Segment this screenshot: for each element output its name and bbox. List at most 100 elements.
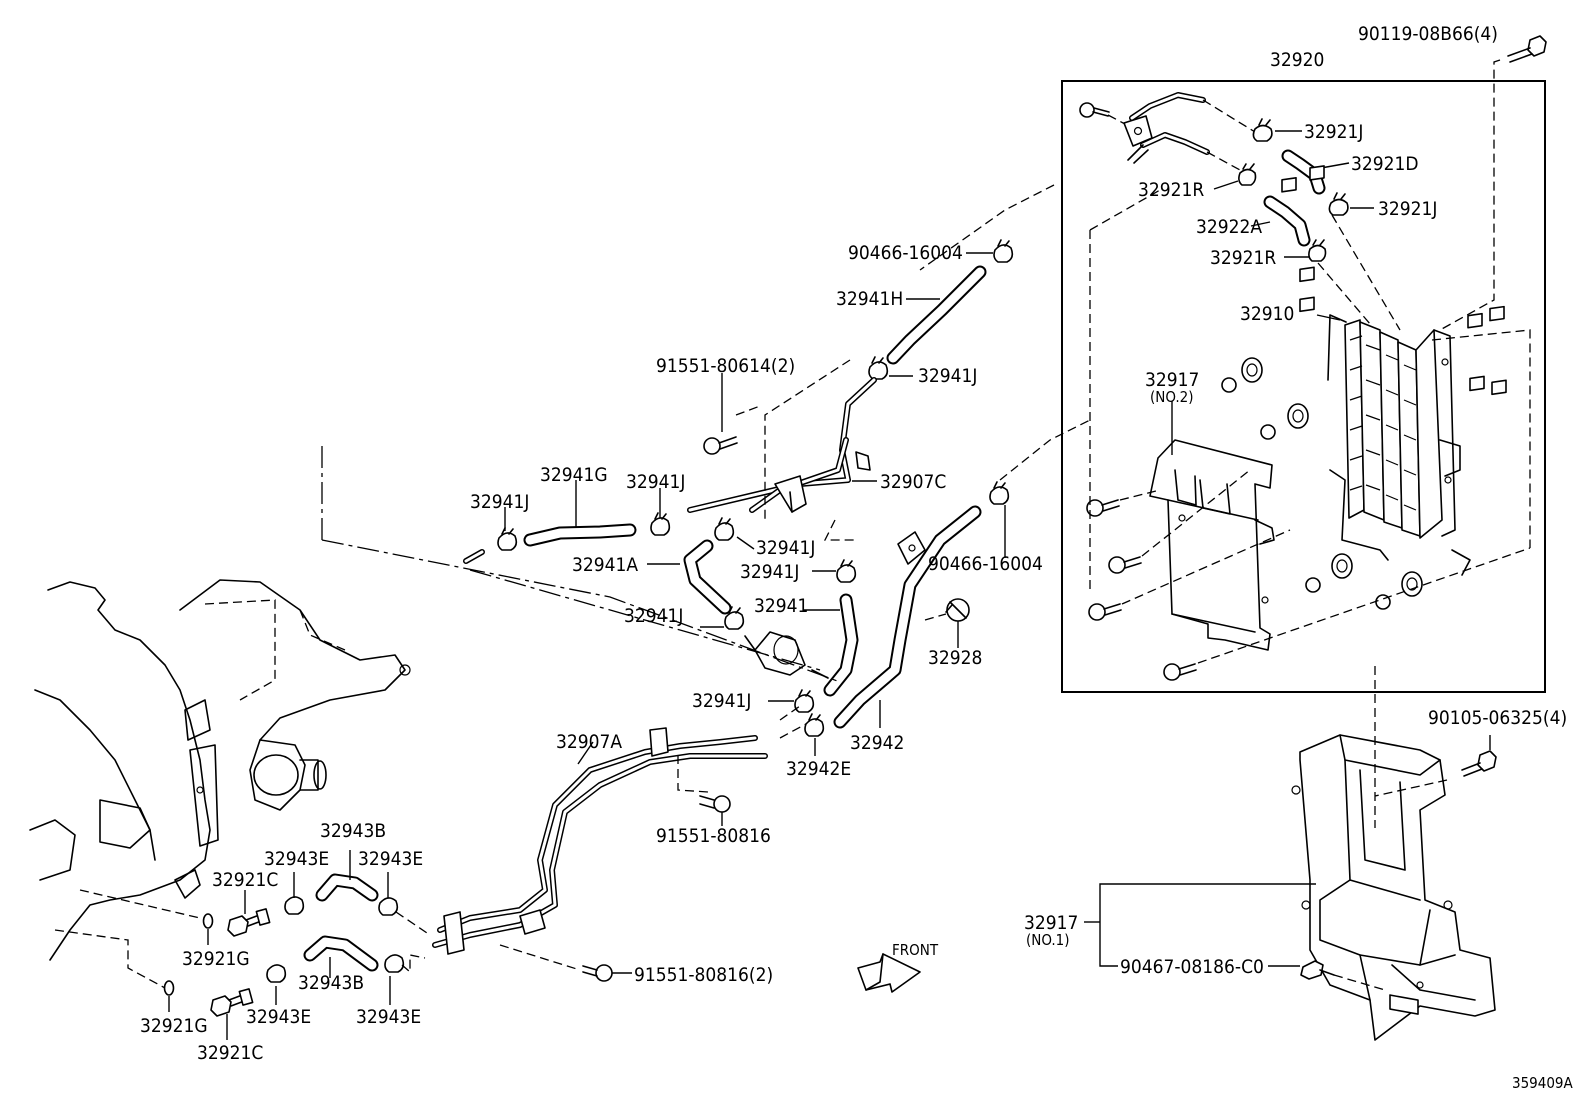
hose-clip-90466-lower [989, 481, 1010, 505]
drawing-id: 359409A [1512, 1074, 1574, 1092]
hose-clip-32941J-6 [724, 606, 745, 630]
label-32941J-6: 32941J [624, 605, 683, 627]
label-front: FRONT [892, 941, 939, 959]
hose-clip-32921R-lower [1308, 239, 1327, 262]
label-32907C: 32907C [880, 471, 946, 493]
hose-clip-32941J-1 [868, 356, 889, 380]
hose-clip-32921R-upper [1238, 163, 1257, 186]
cooler-mounting-clips [1281, 165, 1507, 396]
oil-cooler-pipe-32907C [687, 377, 877, 513]
label-32921J-lower: 32921J [1378, 198, 1437, 220]
label-32941J-4: 32941J [756, 537, 815, 559]
thermostat-housing [744, 631, 829, 679]
cooler-bracket-32917-no2 [1149, 439, 1275, 651]
hose-clip-32921J-lower [1328, 192, 1349, 216]
cooler-air-duct-32917-no1 [1291, 734, 1496, 1041]
cooler-pipe-bolt [1079, 102, 1110, 118]
label-32941J-5: 32941J [740, 561, 799, 583]
label-32941J-7: 32941J [692, 690, 751, 712]
clamp-32928 [945, 598, 970, 622]
hose-32942 [833, 505, 982, 729]
label-32921G-upper: 32921G [182, 948, 250, 970]
hose-clip-32941J-5 [836, 559, 857, 583]
label-32910: 32910 [1240, 303, 1294, 325]
hose-clip-32921J-upper [1252, 118, 1273, 142]
label-32920: 32920 [1270, 49, 1324, 71]
hose-clip-90466-upper [993, 239, 1014, 263]
hose-32941 [823, 593, 859, 697]
label-32943B-upper: 32943B [320, 820, 386, 842]
cooler-hose-32922A [1263, 195, 1311, 247]
label-32921D: 32921D [1351, 153, 1419, 175]
label-32941J-1: 32941J [918, 365, 977, 387]
hose-32941H [886, 265, 987, 365]
label-32921G-lower: 32921G [140, 1015, 208, 1037]
hose-clip-32943E-d [384, 954, 405, 973]
cooler-hose-32921D [1281, 149, 1326, 195]
hose-clip-32943E-b [378, 897, 399, 916]
label-32921J-upper: 32921J [1304, 121, 1363, 143]
hose-clip-32941J-2 [497, 527, 518, 551]
callout-labels: 32920 90119-08B66(4) 32921J 32921D 32921… [140, 23, 1574, 1092]
hose-32943B-lower [303, 935, 379, 972]
hose-clip-32941J-4 [714, 517, 735, 541]
label-32921R-lower: 32921R [1210, 247, 1276, 269]
label-32942E: 32942E [786, 758, 851, 780]
label-32943E-b: 32943E [358, 848, 423, 870]
hose-clip-32941J-7 [794, 689, 815, 713]
bolt-90105 [1461, 750, 1497, 777]
label-32943E-c: 32943E [246, 1006, 311, 1028]
label-32928: 32928 [928, 647, 982, 669]
cooler-inlet-pipes [1123, 92, 1210, 164]
hose-32941A [683, 539, 732, 615]
bolt-90119 [1507, 35, 1547, 63]
label-32941: 32941 [754, 595, 808, 617]
label-32941A: 32941A [572, 554, 638, 576]
label-32917-no2-sub: (NO.2) [1150, 388, 1194, 406]
label-90467-08186-C0: 90467-08186-C0 [1120, 956, 1264, 978]
label-32941H: 32941H [836, 288, 903, 310]
transmission-case-outline [29, 579, 411, 961]
label-32917-no1: 32917 [1024, 912, 1078, 934]
label-32921R-upper: 32921R [1138, 179, 1204, 201]
oil-cooler-assembly-group [1061, 80, 1546, 693]
label-90466-16004-upper: 90466-16004 [848, 242, 963, 264]
label-32941J-2: 32941J [470, 491, 529, 513]
label-91551-80816: 91551-80816 [656, 825, 771, 847]
label-32907A: 32907A [556, 731, 622, 753]
label-90105-06325: 90105-06325(4) [1428, 707, 1567, 729]
oil-cooler-core-32910 [1327, 314, 1471, 576]
label-90466-16004-lower: 90466-16004 [928, 553, 1043, 575]
label-32917-no2: 32917 [1145, 369, 1199, 391]
union-fitting-32921C-lower [210, 988, 254, 1017]
label-32921C-lower: 32921C [197, 1042, 263, 1064]
hose-clip-32942E [804, 713, 825, 737]
clip-90467 [1300, 960, 1335, 980]
hose-32943B-upper [315, 873, 379, 902]
oil-cooler-assembly-box [1061, 80, 1546, 693]
bracket-bolts [1086, 499, 1197, 681]
label-91551-80816-2: 91551-80816(2) [634, 964, 773, 986]
label-32917-no1-sub: (NO.1) [1026, 931, 1070, 949]
oil-cooler-pipe-32907A [432, 727, 768, 955]
label-32921C-upper: 32921C [212, 869, 278, 891]
label-32943E-d: 32943E [356, 1006, 421, 1028]
label-32941J-3: 32941J [626, 471, 685, 493]
hose-clip-32943E-c [266, 964, 287, 983]
label-32941G: 32941G [540, 464, 608, 486]
label-32922A: 32922A [1196, 216, 1262, 238]
hose-clip-32943E-a [284, 896, 305, 915]
bolt-91551-80816 [699, 795, 731, 813]
label-32943B-lower: 32943B [298, 972, 364, 994]
label-91551-80614: 91551-80614(2) [656, 355, 795, 377]
gasket-32921G-upper [202, 913, 214, 929]
label-32942: 32942 [850, 732, 904, 754]
label-32943E-a: 32943E [264, 848, 329, 870]
hose-32941G [523, 523, 637, 547]
small-bracket-near-32907C [897, 531, 926, 565]
gasket-32921G-lower [163, 980, 175, 996]
label-90119-08B66: 90119-08B66(4) [1358, 23, 1498, 45]
union-fitting-32921C-upper [227, 908, 271, 937]
cooler-grommets [1221, 357, 1423, 610]
